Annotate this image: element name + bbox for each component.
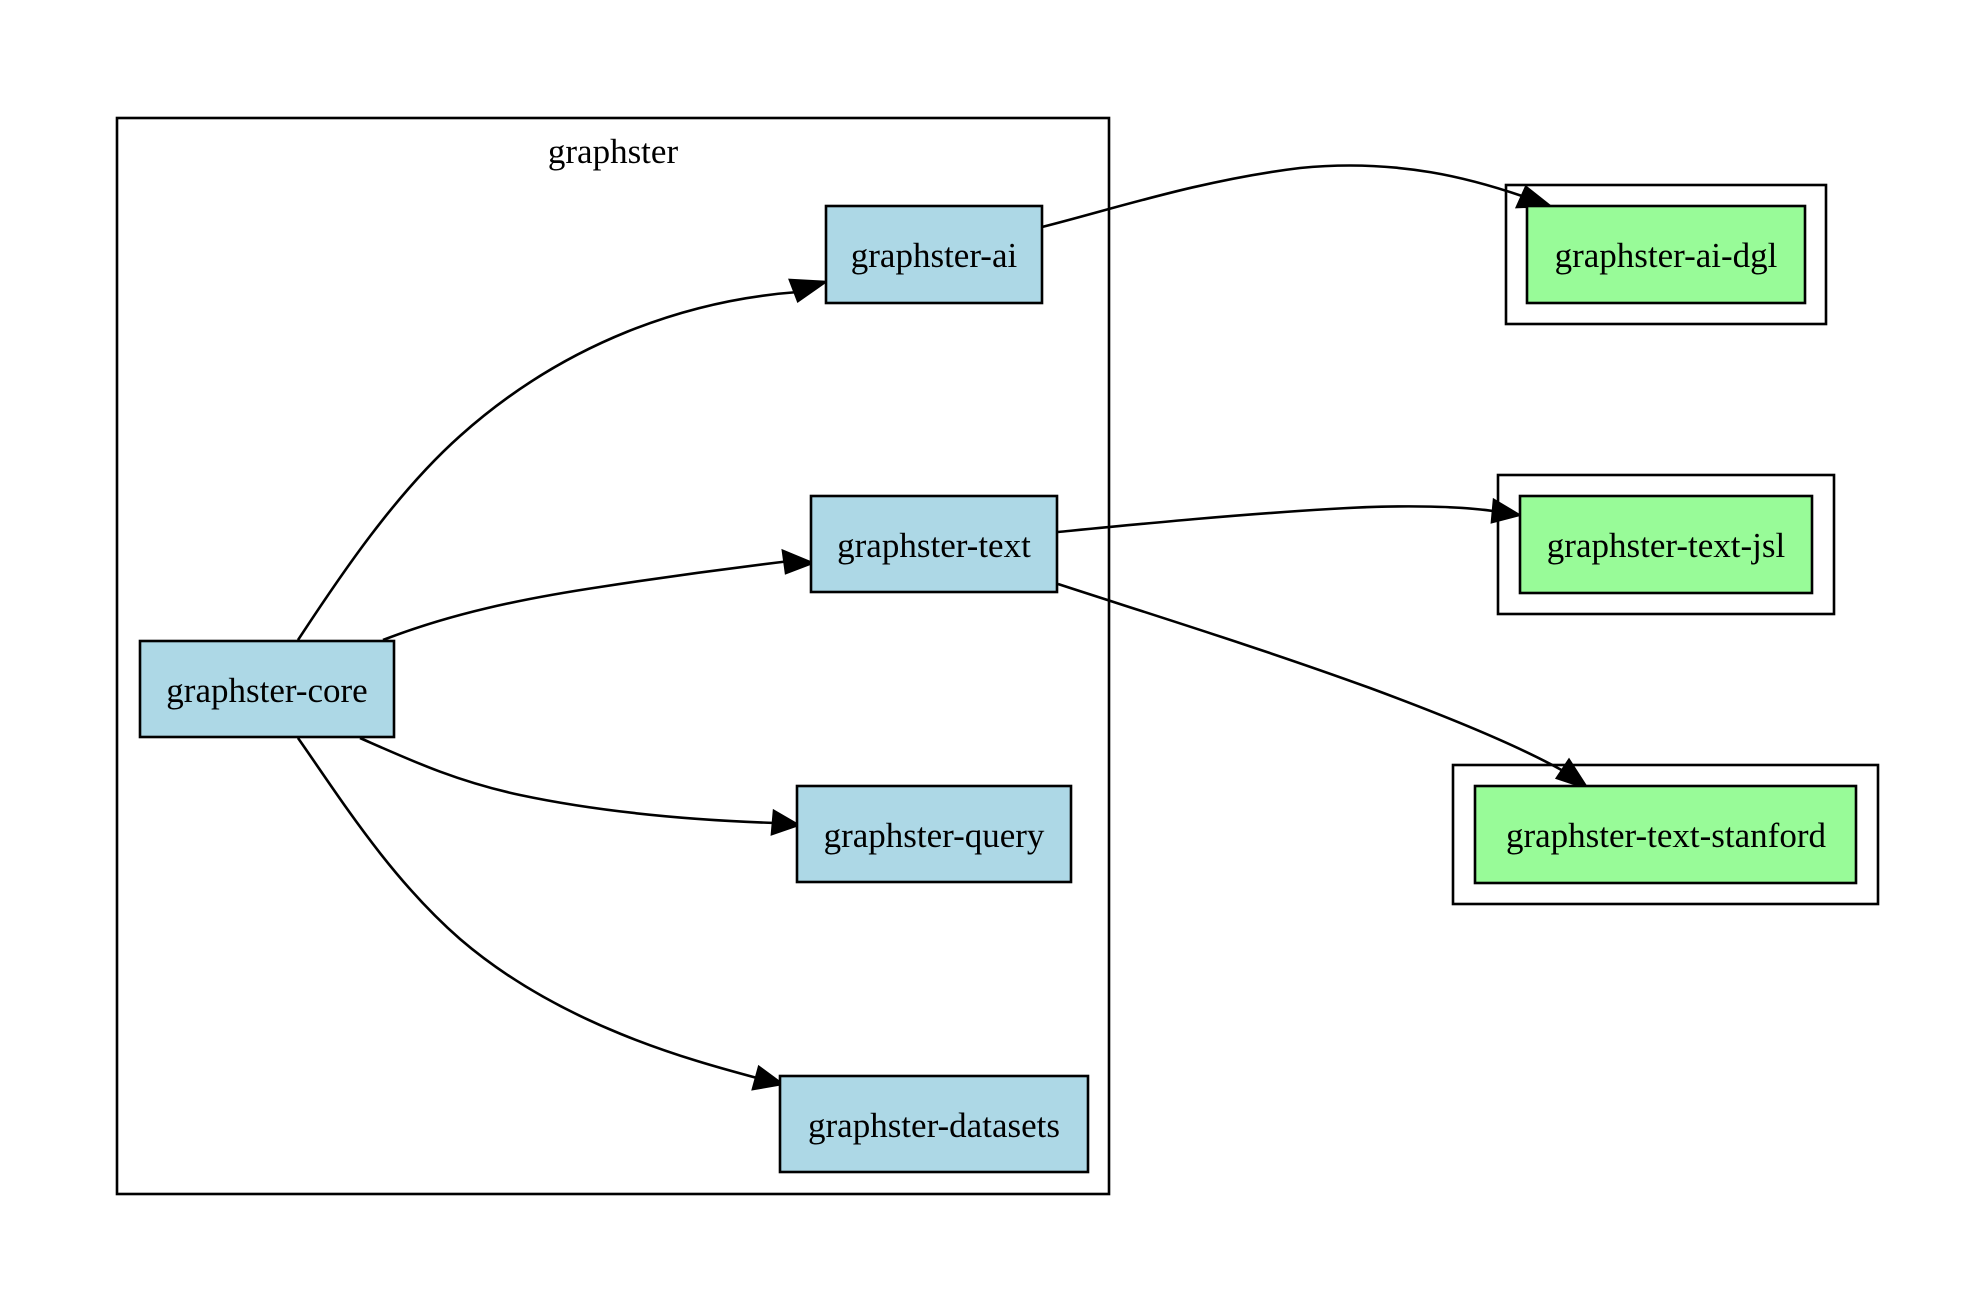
edge-line — [359, 736, 776, 825]
edge-text-to-text-stanford — [1057, 582, 1591, 791]
edge-line — [1041, 164, 1523, 229]
node-box — [1473, 784, 1858, 885]
node-outer-border — [1504, 183, 1828, 326]
node-graphster-text-jsl[interactable]: graphster-text-jsl — [1496, 473, 1836, 616]
arrowhead — [770, 808, 802, 836]
edge-line — [1057, 582, 1566, 774]
cluster-graphster: graphster — [115, 116, 1111, 1196]
edge-line — [382, 559, 791, 642]
node-box — [824, 204, 1044, 305]
node-graphster-text[interactable]: graphster-text — [809, 494, 1059, 594]
node-box — [778, 1074, 1090, 1174]
node-box — [1525, 204, 1807, 305]
edge-core-to-ai — [296, 278, 829, 641]
node-graphster-ai[interactable]: graphster-ai — [824, 204, 1044, 305]
node-box — [795, 784, 1073, 884]
arrowhead — [1554, 757, 1591, 791]
node-graphster-ai-dgl[interactable]: graphster-ai-dgl — [1504, 183, 1828, 326]
node-graphster-text-stanford[interactable]: graphster-text-stanford — [1451, 763, 1880, 906]
node-label: graphster-text-stanford — [1506, 816, 1827, 855]
arrowhead — [1514, 184, 1554, 209]
edge-core-to-query — [359, 736, 802, 836]
node-box — [1518, 494, 1814, 595]
node-label: graphster-core — [166, 671, 367, 710]
edge-text-to-text-jsl — [1057, 497, 1523, 534]
cluster-border — [115, 116, 1111, 1196]
edge-line — [296, 290, 799, 641]
node-outer-border — [1451, 763, 1880, 906]
node-label: graphster-query — [824, 816, 1045, 855]
node-label: graphster-ai — [851, 236, 1018, 275]
node-graphster-datasets[interactable]: graphster-datasets — [778, 1074, 1090, 1174]
arrowhead — [788, 278, 829, 304]
edge-ai-to-ai-dgl — [1041, 164, 1554, 229]
node-box — [138, 639, 396, 739]
arrowhead — [1490, 497, 1523, 524]
node-outer-border — [1496, 473, 1836, 616]
node-graphster-core[interactable]: graphster-core — [138, 639, 396, 739]
node-label: graphster-datasets — [808, 1106, 1060, 1145]
cluster-title: graphster — [548, 132, 679, 171]
node-graphster-query[interactable]: graphster-query — [795, 784, 1073, 884]
node-label: graphster-text — [837, 526, 1031, 565]
edge-core-to-text — [382, 548, 816, 642]
edge-line — [296, 737, 758, 1080]
edge-line — [1057, 505, 1494, 534]
node-label: graphster-text-jsl — [1547, 526, 1786, 565]
arrowhead — [751, 1064, 786, 1091]
edge-core-to-datasets — [296, 737, 786, 1091]
arrowhead — [781, 548, 816, 575]
node-box — [809, 494, 1059, 594]
node-label: graphster-ai-dgl — [1555, 236, 1778, 275]
